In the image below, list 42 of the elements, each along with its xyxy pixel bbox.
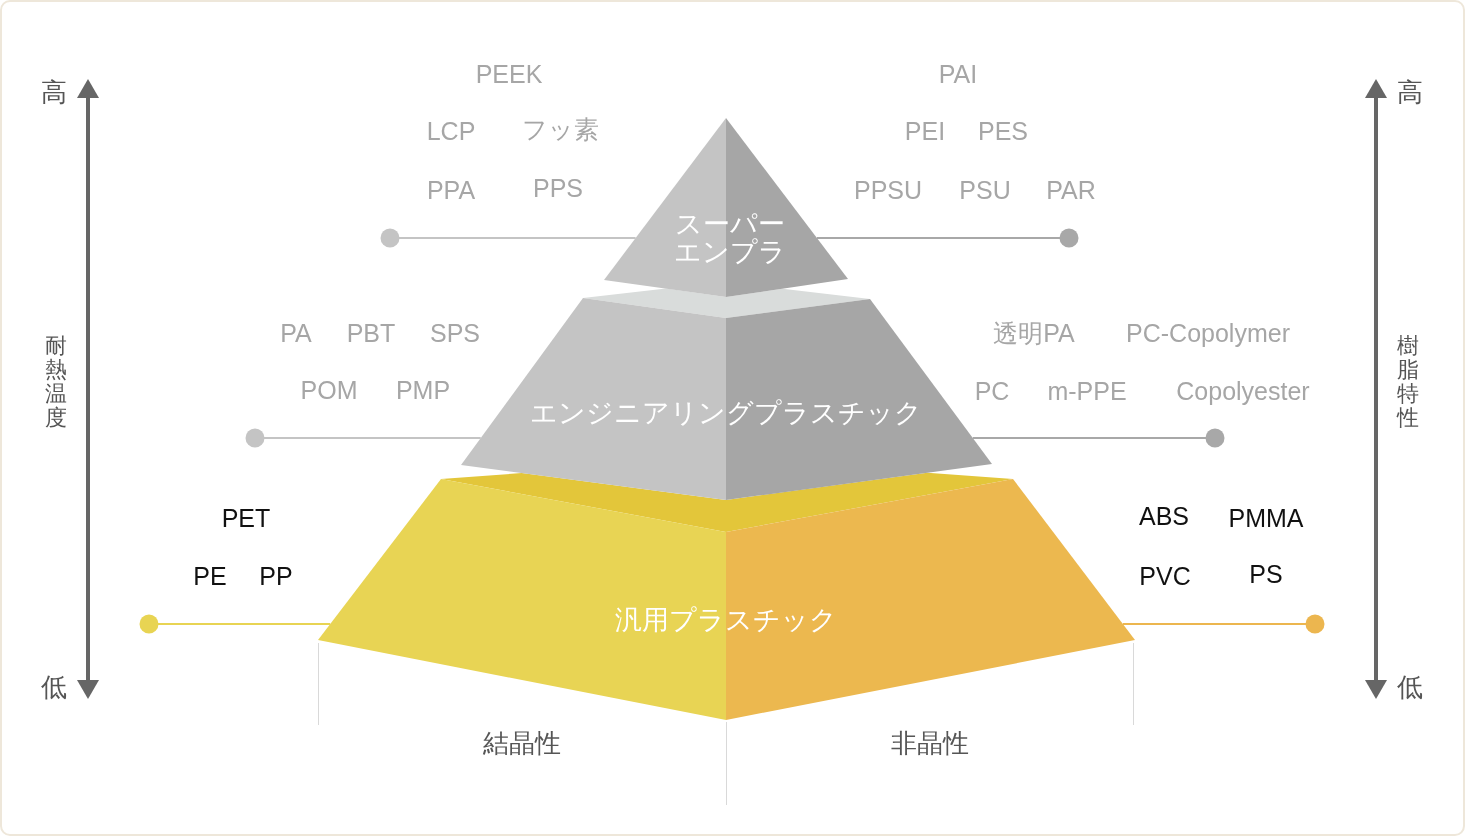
- axis-end-label: 高: [41, 79, 67, 105]
- material-label: PMMA: [1228, 505, 1304, 531]
- material-label: ABS: [1139, 503, 1189, 529]
- axis-title: 耐熱温度: [45, 334, 67, 430]
- leader-line: [245, 428, 482, 448]
- leader-line: [971, 428, 1225, 448]
- material-label: Copolyester: [1176, 378, 1310, 404]
- axis-end-label: 低: [41, 674, 67, 700]
- material-label: PC: [974, 378, 1010, 404]
- axis-title: 樹脂特性: [1397, 334, 1419, 430]
- material-label: PA: [280, 320, 312, 346]
- material-label: POM: [300, 377, 358, 403]
- leader-line: [139, 614, 332, 634]
- material-label: PS: [1249, 561, 1283, 587]
- material-label: PPSU: [853, 177, 923, 203]
- material-label: PP: [259, 563, 293, 589]
- material-label: PSU: [959, 177, 1011, 203]
- material-label: PPA: [426, 177, 476, 203]
- tier-label: 汎用プラスチック: [614, 606, 838, 634]
- material-label: PET: [221, 505, 271, 531]
- material-label: PVC: [1139, 563, 1191, 589]
- material-label: PPS: [533, 175, 583, 201]
- tier-label: エンジニアリングプラスチック: [529, 399, 923, 427]
- material-label: PEEK: [475, 61, 543, 87]
- material-label: フッ素: [521, 116, 599, 142]
- material-label: PC-Copolymer: [1126, 320, 1290, 346]
- material-label: m-PPE: [1047, 378, 1127, 404]
- leader-line: [1121, 614, 1325, 634]
- material-label: PEI: [904, 118, 946, 144]
- tier-label: スーパーエンプラ: [674, 210, 786, 266]
- axis-end-label: 高: [1397, 79, 1423, 105]
- material-label: PMP: [395, 377, 451, 403]
- material-label: PES: [978, 118, 1028, 144]
- material-label: PAI: [938, 61, 978, 87]
- axis-end-label: 低: [1397, 674, 1423, 700]
- material-label: PAR: [1046, 177, 1096, 203]
- leader-line: [815, 228, 1079, 248]
- leader-line: [380, 228, 637, 248]
- material-label: LCP: [426, 118, 476, 144]
- material-label: PE: [193, 563, 227, 589]
- material-label: SPS: [430, 320, 480, 346]
- material-label: PBT: [346, 320, 396, 346]
